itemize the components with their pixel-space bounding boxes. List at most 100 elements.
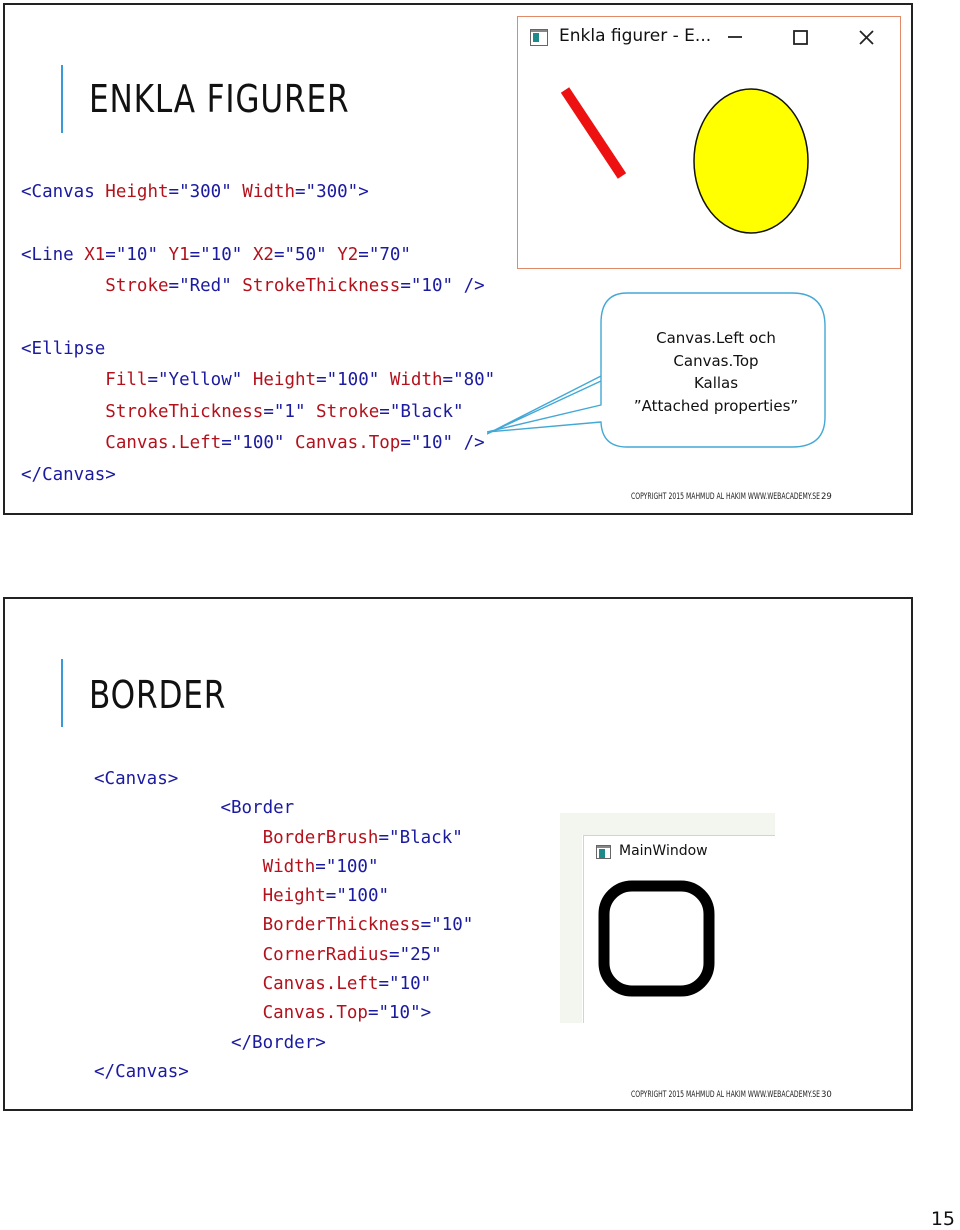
code-token: = xyxy=(367,1003,379,1024)
code-line xyxy=(21,208,495,239)
code-token xyxy=(21,370,105,390)
slide-title: ENKLA FIGURER xyxy=(89,77,350,121)
xaml-code-block: <Canvas> <Border BorderBrush="Black" Wid… xyxy=(94,765,473,1087)
code-token xyxy=(94,886,263,906)
code-token: "300" xyxy=(179,182,232,202)
code-token xyxy=(453,276,464,296)
callout-line: Canvas.Left och xyxy=(656,329,776,347)
code-line: Canvas.Left="10" xyxy=(94,970,473,999)
callout-line: ”Attached properties” xyxy=(633,396,799,415)
code-token xyxy=(94,974,263,994)
code-token: = xyxy=(168,276,180,297)
slide-title: BORDER xyxy=(89,673,227,717)
code-token: > xyxy=(358,182,369,202)
code-token: "10" xyxy=(378,1003,421,1024)
code-token: Stroke xyxy=(105,276,169,297)
code-token: "100" xyxy=(336,886,390,907)
app-icon xyxy=(596,845,611,859)
page-number: 15 xyxy=(930,1208,955,1230)
code-token: = xyxy=(263,401,274,422)
code-token: "Yellow" xyxy=(158,370,243,391)
code-token: "50" xyxy=(284,244,327,265)
code-token xyxy=(232,182,243,202)
code-token: StrokeThickness xyxy=(105,401,264,422)
code-token: Width xyxy=(242,182,295,202)
code-token: BorderBrush xyxy=(262,827,379,848)
code-token: = xyxy=(221,433,232,454)
code-token: = xyxy=(442,370,454,391)
code-token: = xyxy=(378,827,390,848)
code-token xyxy=(379,370,390,390)
code-token xyxy=(94,857,263,877)
window-frame xyxy=(583,835,775,1023)
code-line: <Canvas Height="300" Width="300"> xyxy=(21,177,495,208)
code-token: Height xyxy=(262,886,326,907)
code-token xyxy=(21,276,105,296)
code-token xyxy=(94,1033,231,1053)
code-line: <Canvas> xyxy=(94,765,473,794)
code-token: = xyxy=(325,886,337,907)
window-screenshot: Enkla figurer - E... xyxy=(517,16,901,269)
code-token: = xyxy=(400,433,411,454)
yellow-ellipse-shape xyxy=(693,88,809,234)
callout-line: Canvas.Top xyxy=(673,351,759,370)
code-line: </Canvas> xyxy=(21,460,495,491)
code-token: "Black" xyxy=(389,401,464,422)
code-token xyxy=(94,1003,263,1023)
code-token: Canvas.Top xyxy=(262,1003,368,1024)
maximize-icon[interactable] xyxy=(792,29,810,51)
code-line: StrokeThickness="1" Stroke="Black" xyxy=(21,397,495,428)
title-accent-bar xyxy=(61,65,63,133)
code-token: = xyxy=(420,915,432,936)
code-token: = xyxy=(294,182,306,202)
code-token: "80" xyxy=(453,370,496,391)
code-line: BorderBrush="Black" xyxy=(94,824,473,853)
app-icon xyxy=(530,29,548,46)
code-token xyxy=(232,276,243,296)
code-token: = xyxy=(168,182,180,202)
code-token: Y2 xyxy=(337,244,359,265)
code-token: BorderThickness xyxy=(262,915,421,936)
code-token: /> xyxy=(463,276,485,297)
callout-bubble xyxy=(487,292,826,448)
code-line xyxy=(21,303,495,334)
code-token xyxy=(453,433,464,453)
window-screenshot: MainWindow xyxy=(560,813,775,1023)
code-token: = xyxy=(147,370,158,391)
code-token: Y1 xyxy=(168,244,190,265)
code-token: "70" xyxy=(368,244,411,265)
code-line: </Canvas> xyxy=(94,1058,473,1087)
code-token: = xyxy=(358,244,369,265)
slide-border: BORDER <Canvas> <Border BorderBrush="Bla… xyxy=(3,597,913,1111)
canvas-drawing xyxy=(560,87,809,234)
red-line-shape xyxy=(560,87,627,179)
code-token: "100" xyxy=(231,433,285,454)
code-token: "Red" xyxy=(179,276,232,297)
code-token: </Canvas> xyxy=(21,464,116,485)
footer-copyright: COPYRIGHT 2015 MAHMUD AL HAKIM WWW.WEBAC… xyxy=(631,1090,820,1100)
code-token xyxy=(94,915,263,935)
code-token: Canvas.Left xyxy=(105,433,222,454)
close-icon[interactable] xyxy=(858,29,876,51)
code-token xyxy=(306,402,317,422)
code-token: "10" xyxy=(431,915,474,936)
code-token: "1" xyxy=(273,401,306,422)
code-token xyxy=(284,433,295,453)
code-line: CornerRadius="25" xyxy=(94,941,473,970)
code-token xyxy=(242,245,253,265)
code-line: BorderThickness="10" xyxy=(94,911,474,940)
code-token: "10" xyxy=(389,974,432,995)
callout-line: Kallas xyxy=(693,374,739,392)
code-token: "100" xyxy=(325,856,379,877)
code-token xyxy=(21,402,105,422)
code-token: = xyxy=(389,944,400,965)
code-token xyxy=(242,370,253,390)
code-token: </Canvas> xyxy=(94,1061,189,1082)
code-token: <Line xyxy=(21,244,85,265)
code-line: </Border> xyxy=(94,1029,473,1058)
minimize-icon[interactable] xyxy=(726,23,744,51)
canvas-drawing xyxy=(598,880,715,997)
code-token xyxy=(327,245,338,265)
code-token: Canvas.Top xyxy=(294,433,401,454)
title-accent-bar xyxy=(61,659,63,727)
